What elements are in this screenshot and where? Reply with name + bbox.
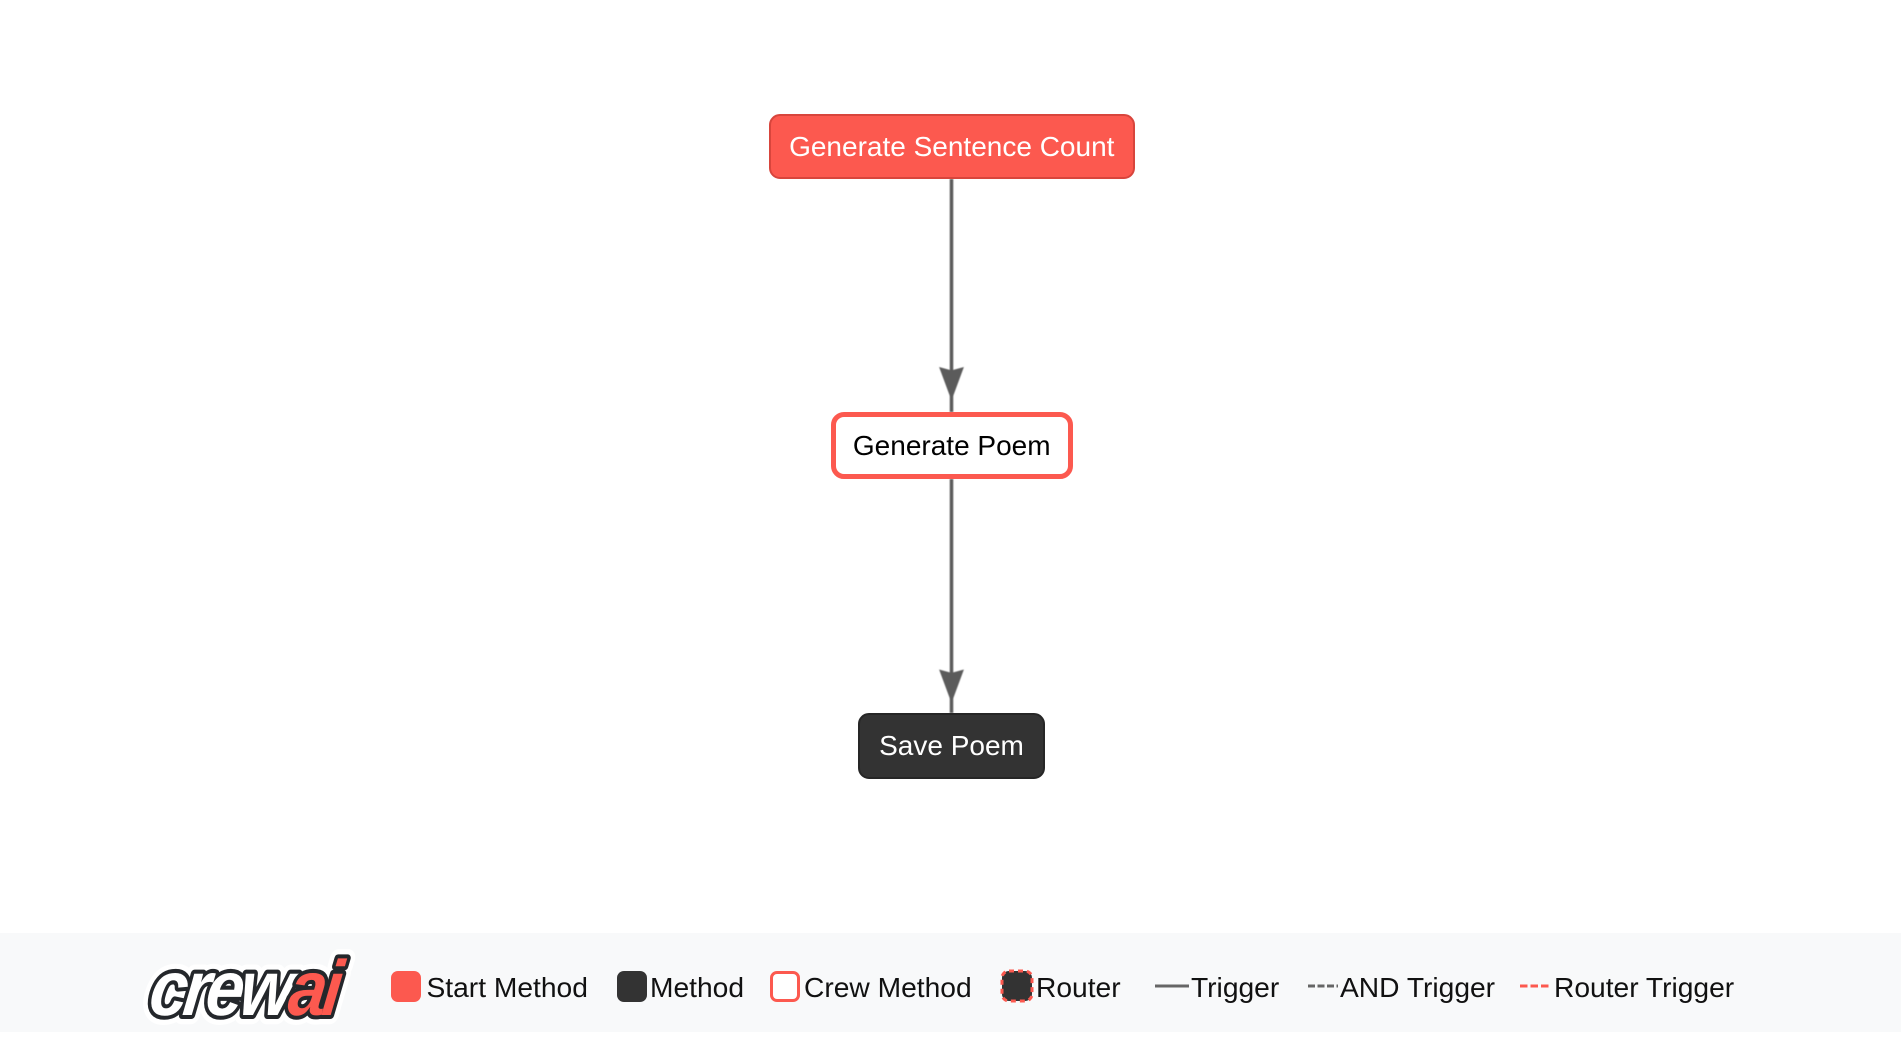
svg-text:crewai: crewai (145, 947, 349, 1032)
svg-text:crewai: crewai (145, 947, 349, 1032)
